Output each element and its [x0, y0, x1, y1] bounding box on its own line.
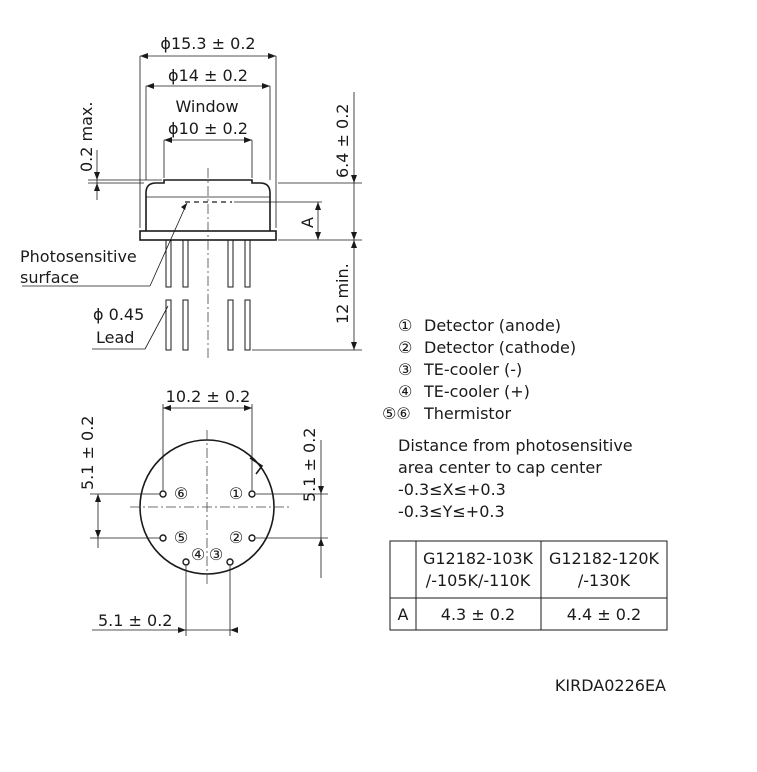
legend-num-3: ③ [398, 360, 412, 379]
dim-left-vertical-label: 5.1 ± 0.2 [78, 416, 97, 490]
legend-label-4: TE-cooler (+) [423, 382, 530, 401]
table-cell-col2: 4.4 ± 0.2 [567, 605, 641, 624]
pin-number-4: ④ [191, 545, 205, 564]
pin-6 [159, 490, 167, 498]
pin-number-5: ⑤ [174, 528, 188, 547]
photosensitive-label-line1: Photosensitive [20, 247, 137, 266]
legend-label-1: Detector (anode) [424, 316, 561, 335]
pin-number-6: ⑥ [174, 484, 188, 503]
leads [165, 239, 251, 351]
legend-label-2: Detector (cathode) [424, 338, 576, 357]
lead-diameter-label: ϕ 0.45 [93, 305, 144, 324]
dim-cap-outer-label: ϕ15.3 ± 0.2 [160, 34, 255, 53]
table-border [389, 540, 668, 631]
photosensitive-surface-callout: Photosensitive surface [20, 202, 188, 287]
position-tolerance-notes: Distance from photosensitive area center… [398, 436, 633, 521]
note-line-2: area center to cap center [398, 458, 602, 477]
dim-cap-inner-label: ϕ14 ± 0.2 [168, 66, 248, 85]
table-col2-header-line2: /-130K [578, 571, 631, 590]
side-view: ϕ15.3 ± 0.2 ϕ14 ± 0.2 Window ϕ10 ± 0.2 [20, 34, 362, 360]
dim-lead-length-label: 12 min. [333, 263, 352, 324]
dim-window-label: ϕ10 ± 0.2 [168, 119, 248, 138]
legend-num-4: ④ [398, 382, 412, 401]
lead [244, 299, 251, 351]
lead [165, 299, 172, 351]
bottom-view: ① ② ③ ④ ⑤ ⑥ 10.2 ± 0.2 5.1 ± 0.2 [78, 387, 328, 636]
note-line-1: Distance from photosensitive [398, 436, 633, 455]
dim-A: A [234, 201, 322, 240]
photosensitive-label-line2: surface [20, 268, 79, 287]
pin-number-1: ① [229, 484, 243, 503]
lead [182, 239, 189, 288]
package-side-outline [139, 168, 277, 360]
dim-cap-outer: ϕ15.3 ± 0.2 [139, 34, 277, 228]
legend-label-3: TE-cooler (-) [423, 360, 522, 379]
legend-num-1: ① [398, 316, 412, 335]
table-cell-col1: 4.3 ± 0.2 [441, 605, 515, 624]
lead [244, 239, 251, 288]
pin-2 [248, 534, 256, 542]
dim-package-height-label: 6.4 ± 0.2 [333, 104, 352, 178]
legend-num-2: ② [398, 338, 412, 357]
lead-label: Lead [96, 328, 134, 347]
pin-3 [226, 558, 234, 566]
dim-right-vertical: 5.1 ± 0.2 [256, 428, 328, 578]
note-line-3: -0.3≤X≤+0.3 [398, 480, 506, 499]
pin-number-3: ③ [209, 545, 223, 564]
lead [227, 299, 234, 351]
dim-package-height: 6.4 ± 0.2 [278, 92, 362, 241]
lead [165, 239, 172, 288]
dimension-A-table: G12182-103K /-105K/-110K G12182-120K /-1… [389, 540, 668, 631]
dim-A-label: A [298, 217, 317, 228]
lead [182, 299, 189, 351]
dim-window-recess: 0.2 max. [77, 102, 162, 200]
index-tab [249, 457, 264, 475]
legend-num-5: ⑤⑥ [382, 404, 411, 423]
dim-left-vertical: 5.1 ± 0.2 [78, 416, 160, 548]
dim-window: ϕ10 ± 0.2 [163, 119, 253, 178]
table-col1-header-line1: G12182-103K [423, 549, 534, 568]
legend-label-5: Thermistor [423, 404, 511, 423]
table-col2-header-line1: G12182-120K [549, 549, 660, 568]
table-row-label: A [398, 605, 409, 624]
dim-pin-spacing: 10.2 ± 0.2 [162, 387, 253, 490]
lead-callout: ϕ 0.45 Lead [92, 305, 169, 350]
pin-5 [159, 534, 167, 542]
dim-window-recess-label: 0.2 max. [77, 102, 96, 172]
window-label: Window [175, 97, 238, 116]
cap-body [145, 179, 271, 231]
pin-1 [248, 490, 256, 498]
dim-right-vertical-label: 5.1 ± 0.2 [300, 428, 319, 502]
pin-number-2: ② [229, 528, 243, 547]
dim-bottom-horizontal: 5.1 ± 0.2 [92, 566, 238, 636]
drawing-code: KIRDA0226EA [555, 676, 666, 695]
dim-cap-inner: ϕ14 ± 0.2 [145, 66, 271, 180]
dim-pin-spacing-label: 10.2 ± 0.2 [166, 387, 251, 406]
pin-legend: ① Detector (anode) ② Detector (cathode) … [382, 316, 576, 423]
dim-bottom-horizontal-label: 5.1 ± 0.2 [98, 611, 172, 630]
pin-4 [182, 558, 190, 566]
table-col1-header-line2: /-105K/-110K [426, 571, 531, 590]
lead [227, 239, 234, 288]
dim-lead-length: 12 min. [252, 240, 362, 351]
note-line-4: -0.3≤Y≤+0.3 [398, 502, 505, 521]
